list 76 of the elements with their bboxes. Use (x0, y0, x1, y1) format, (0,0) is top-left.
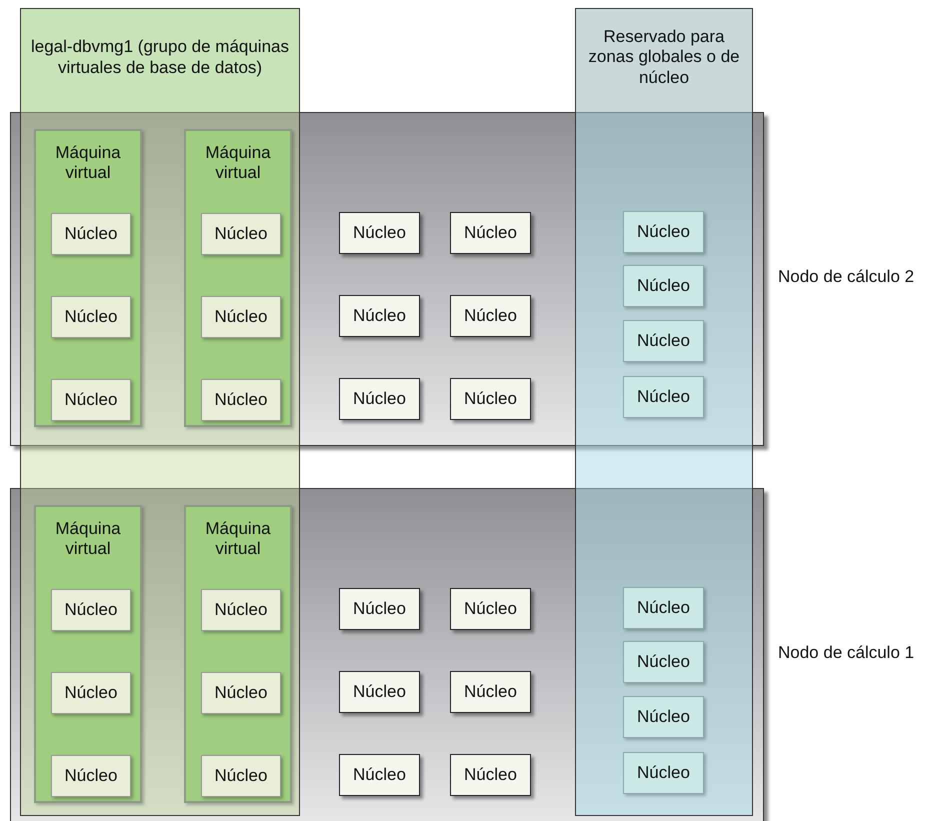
core-box (623, 587, 704, 629)
core-box (339, 295, 420, 337)
core-box (450, 212, 531, 254)
core-label: Núcleo (637, 706, 690, 728)
core-label: Núcleo (214, 682, 268, 704)
virtual-machine-box (184, 505, 292, 803)
core-box (201, 589, 281, 631)
core-box (201, 755, 281, 797)
core-label: Núcleo (214, 306, 268, 328)
core-label: Núcleo (64, 224, 118, 244)
core-label: Núcleo (464, 388, 517, 410)
core-box (450, 754, 531, 796)
vm-label: Máquina virtual (204, 143, 272, 184)
core-label: Núcleo (353, 764, 406, 786)
core-label: Núcleo (637, 386, 690, 408)
core-label: Núcleo (637, 652, 690, 672)
core-label: Núcleo (464, 222, 517, 244)
core-box (339, 212, 420, 254)
core-box (623, 265, 704, 307)
core-label: Núcleo (214, 766, 268, 786)
core-label: Núcleo (214, 600, 268, 620)
node-caption: Nodo de cálculo 1 (778, 643, 914, 663)
core-box (339, 671, 420, 713)
core-label: Núcleo (637, 276, 690, 296)
core-label: Núcleo (64, 600, 118, 620)
core-box (51, 379, 131, 421)
core-label: Núcleo (64, 306, 118, 328)
core-label: Núcleo (353, 306, 406, 326)
core-label: Núcleo (464, 682, 517, 702)
node-caption: Nodo de cálculo 2 (778, 267, 914, 287)
core-box (51, 589, 131, 631)
core-box (623, 641, 704, 683)
core-label: Núcleo (464, 764, 517, 786)
core-label: Núcleo (637, 330, 690, 352)
core-box (339, 588, 420, 630)
core-box (623, 320, 704, 362)
core-box (623, 211, 704, 253)
core-box (450, 588, 531, 630)
core-box (51, 213, 131, 255)
core-box (623, 752, 704, 794)
core-label: Núcleo (214, 390, 268, 410)
virtual-machine-box (34, 129, 142, 427)
band-heading: Reservado para zonas globales o de núcleo (576, 9, 752, 112)
virtual-machine-box (184, 129, 292, 427)
core-label: Núcleo (353, 682, 406, 702)
core-label: Núcleo (637, 762, 690, 784)
core-box (623, 376, 704, 418)
core-box (201, 672, 281, 714)
core-label: Núcleo (464, 598, 517, 620)
core-box (623, 696, 704, 738)
core-label: Núcleo (637, 598, 690, 618)
band-heading: legal-dbvmg1 (grupo de máquinas virtuales de base de datos) (21, 9, 299, 112)
core-box (339, 378, 420, 420)
core-label: Núcleo (64, 390, 118, 410)
core-box (51, 672, 131, 714)
core-box (201, 296, 281, 338)
core-label: Núcleo (637, 222, 690, 242)
core-label: Núcleo (353, 598, 406, 620)
core-box (51, 755, 131, 797)
core-label: Núcleo (353, 388, 406, 410)
core-box (201, 213, 281, 255)
core-box (51, 296, 131, 338)
vm-label: Máquina virtual (54, 519, 122, 560)
core-label: Núcleo (353, 222, 406, 244)
vm-label: Máquina virtual (204, 519, 272, 560)
virtual-machine-box (34, 505, 142, 803)
core-label: Núcleo (214, 224, 268, 244)
vm-label: Máquina virtual (54, 143, 122, 184)
core-box (339, 754, 420, 796)
core-label: Núcleo (64, 766, 118, 786)
core-box (201, 379, 281, 421)
core-label: Núcleo (64, 682, 118, 704)
core-box (450, 378, 531, 420)
core-box (450, 295, 531, 337)
core-label: Núcleo (464, 306, 517, 326)
core-box (450, 671, 531, 713)
